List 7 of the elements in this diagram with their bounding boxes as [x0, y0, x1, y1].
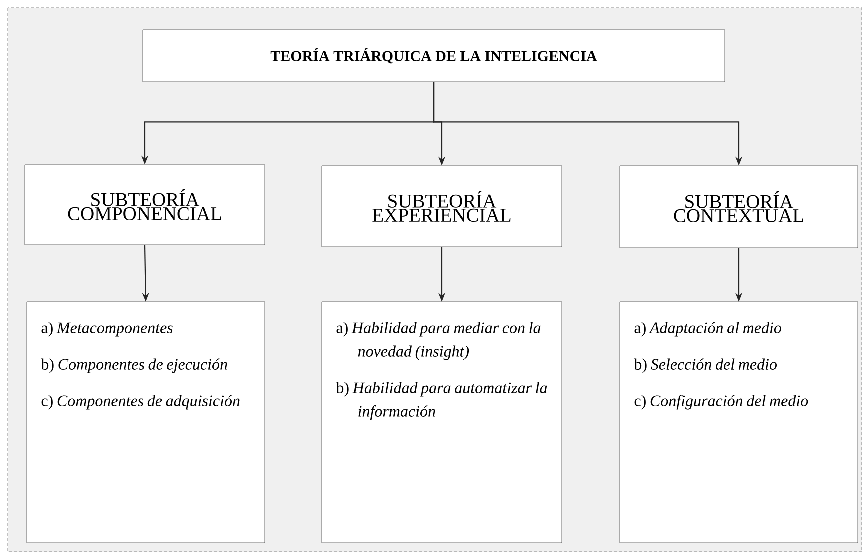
- list-box: a) Metacomponentes b) Componentes de ejecución c) Componentes de adquisición: [26, 302, 266, 544]
- category-box: SUBTEORÍA CONTEXTUAL: [620, 166, 858, 248]
- category-box: SUBTEORÍA EXPERIENCIAL: [322, 166, 562, 248]
- category-box: SUBTEORÍA COMPONENCIAL: [24, 164, 266, 246]
- title-box: TEORÍA TRIÁRQUICA DE LA INTELIGENCIA: [142, 30, 726, 82]
- list-box: a) Habilidad para mediar con la novedad (insight) b) Habilidad para automatizar la información: [322, 302, 562, 544]
- list-box: a) Adaptación al medio b) Selección del medio c) Configuración del medio: [620, 302, 858, 544]
